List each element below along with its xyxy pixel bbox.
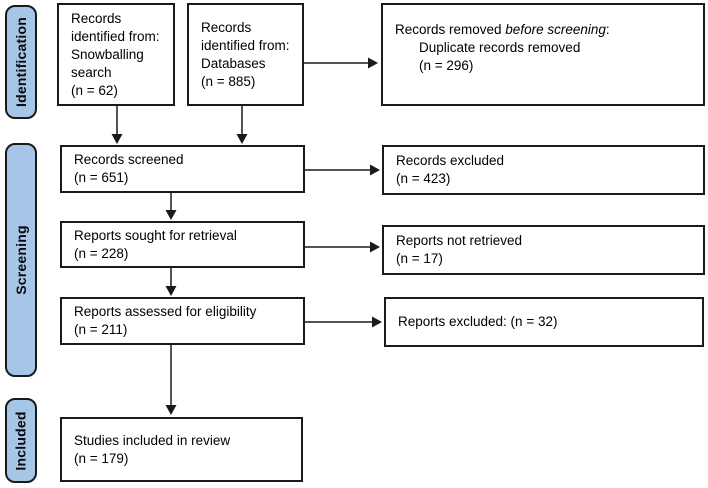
box-reports-not-retrieved: Reports not retrieved (n = 17) <box>382 225 705 275</box>
box-reports-excluded: Reports excluded: (n = 32) <box>384 297 704 347</box>
records-removed-italic: before screening <box>505 22 606 37</box>
stage-screening-label: Screening <box>13 225 29 295</box>
box-records-removed-before-screening: Records removed before screening: Duplic… <box>381 3 705 106</box>
stage-identification-label: Identification <box>13 17 30 107</box>
stage-included-label: Included <box>13 410 30 471</box>
arrow-sought-to-assessed <box>165 268 177 296</box>
stage-screening: Screening <box>5 143 37 377</box>
box-reports-assessed: Reports assessed for eligibility (n = 21… <box>60 297 305 345</box>
records-removed-heading: Records removed before screening: <box>395 22 610 37</box>
arrow-databases-to-screened <box>236 106 248 144</box>
records-removed-details: Duplicate records removed (n = 296) <box>419 40 581 73</box>
box-records-excluded: Records excluded (n = 423) <box>382 145 705 195</box>
box-records-identified-databases: Records identified from: Databases (n = … <box>187 3 304 106</box>
arrow-screened-to-sought <box>165 193 177 220</box>
arrow-screened-to-excluded <box>305 164 380 176</box>
arrow-assessed-to-included <box>165 345 177 415</box>
arrow-sought-to-not-retrieved <box>305 241 380 253</box>
box-reports-sought: Reports sought for retrieval (n = 228) <box>60 221 305 268</box>
arrow-assessed-to-reports-excluded <box>305 316 382 328</box>
box-records-screened: Records screened (n = 651) <box>60 145 305 193</box>
stage-identification: Identification <box>5 5 37 119</box>
arrow-databases-to-removed <box>304 57 378 69</box>
stage-included: Included <box>5 398 37 483</box>
box-studies-included: Studies included in review (n = 179) <box>60 417 303 482</box>
box-records-identified-snowballing: Records identified from: Snowballing sea… <box>57 3 175 106</box>
arrow-snowballing-to-screened <box>111 106 123 144</box>
